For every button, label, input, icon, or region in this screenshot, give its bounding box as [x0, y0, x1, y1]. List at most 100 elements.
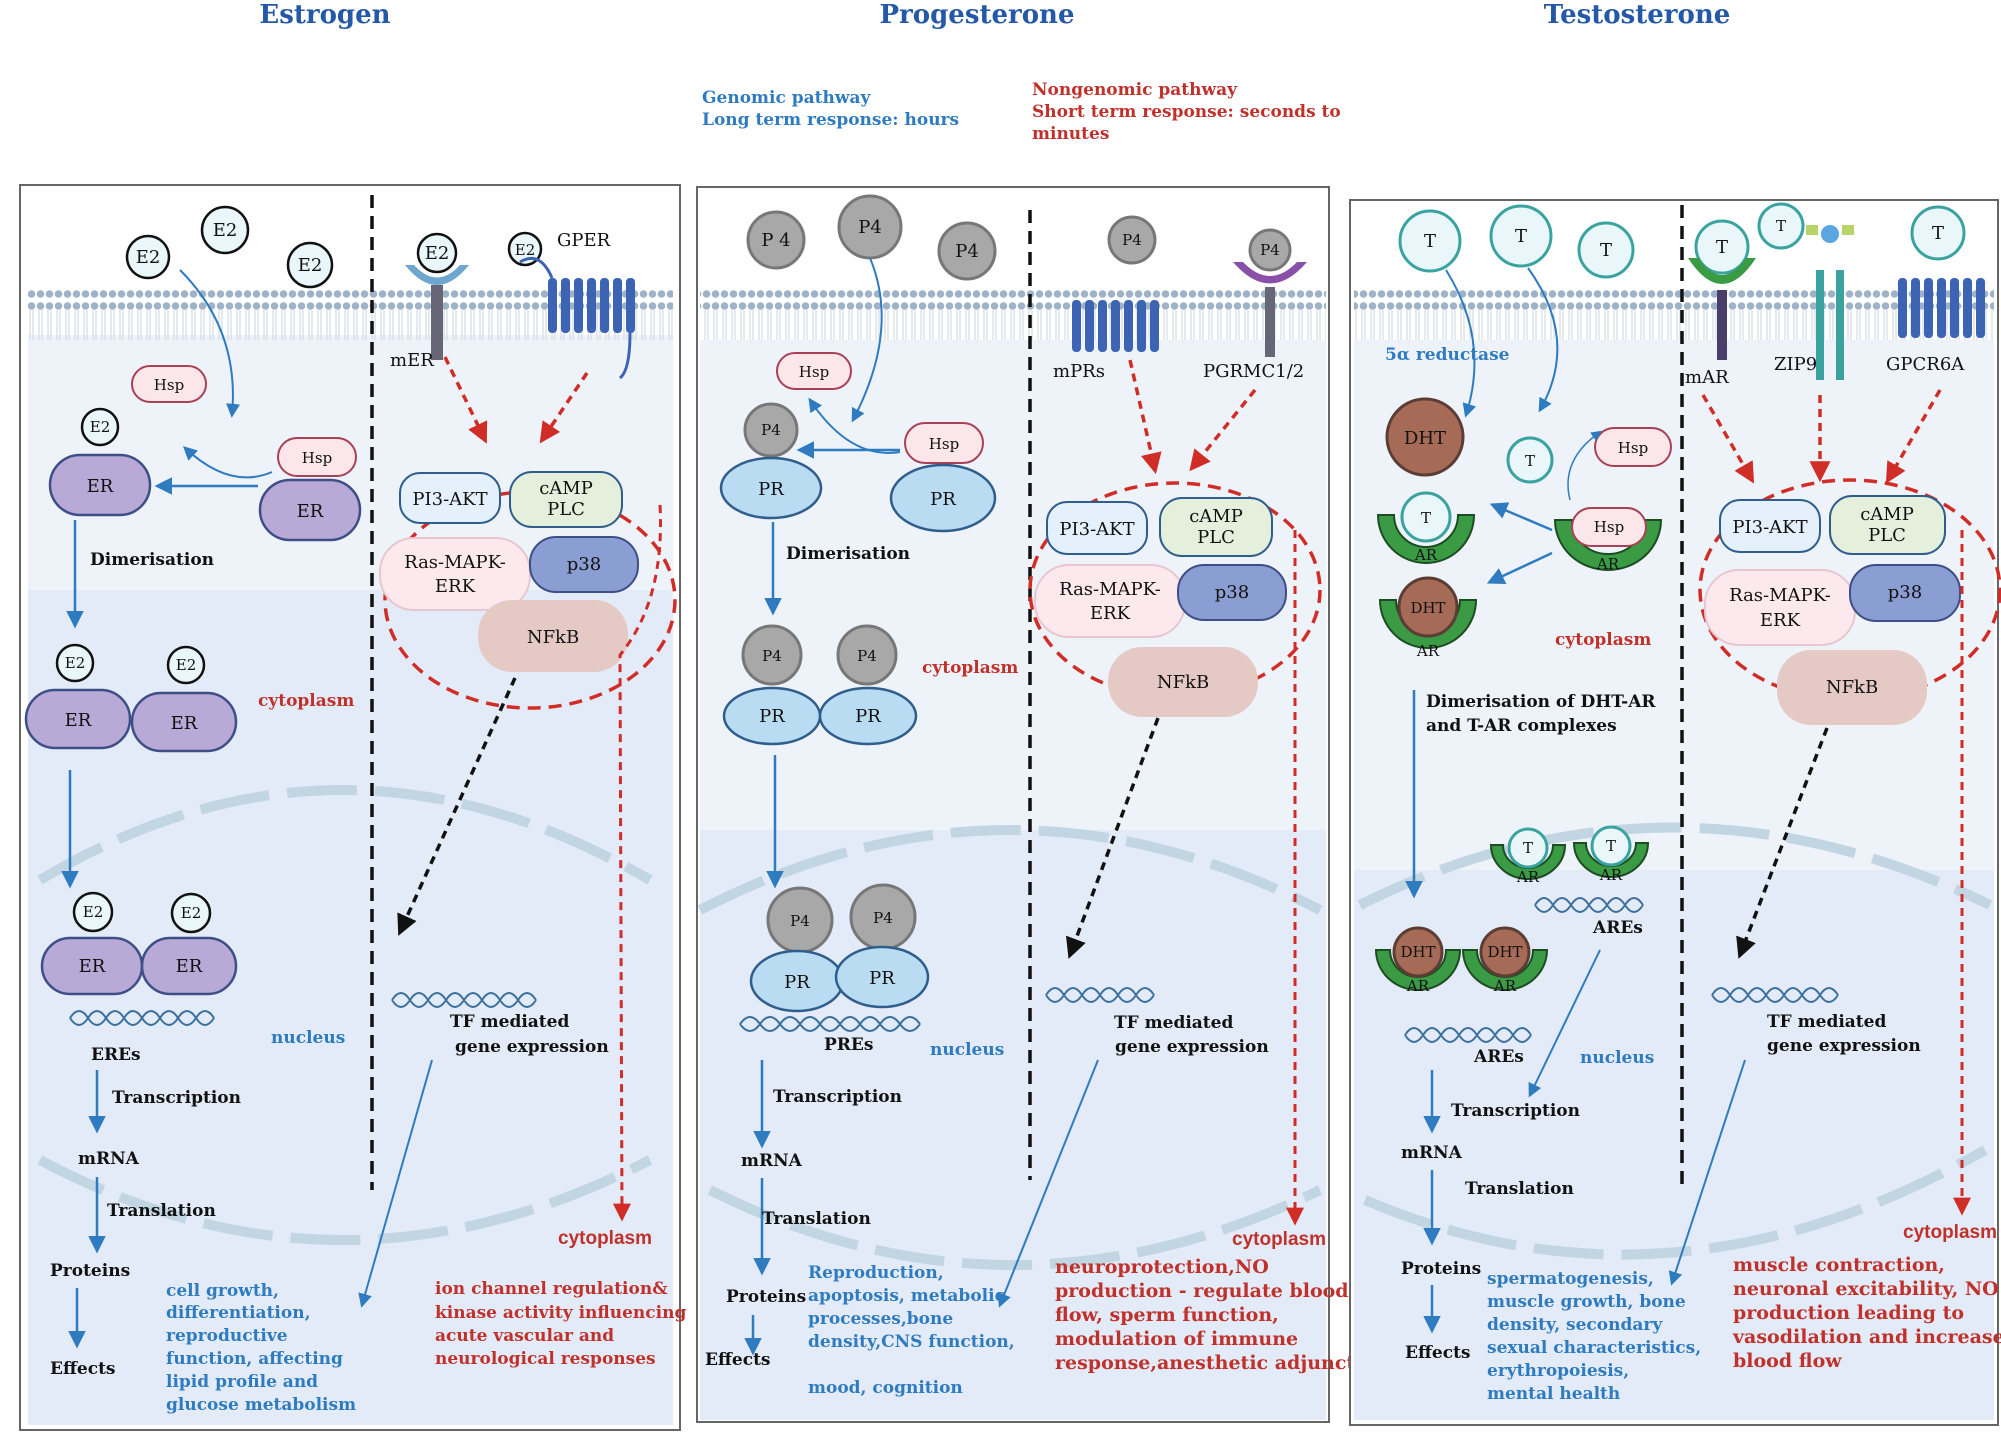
svg-text:NFkB: NFkB [1826, 677, 1878, 698]
svg-text:production - regulate blood: production - regulate blood [1055, 1280, 1349, 1302]
t-ligand-gpcr6a: T [1910, 205, 1966, 261]
svg-text:T: T [1424, 231, 1436, 252]
ares-label-2: AREs [1473, 1047, 1524, 1067]
ras-mapk-node: Ras-MAPK-ERK [379, 537, 531, 611]
svg-text:P4: P4 [761, 421, 781, 439]
zip9-label: ZIP9 [1774, 354, 1817, 375]
p38-node: p38 [1849, 564, 1961, 622]
e2-bound: E2 [55, 643, 95, 683]
arrow-pgrmc-signal [1189, 388, 1257, 472]
nuclear-envelope-bottom [707, 1185, 1323, 1270]
dna-helix-icon [739, 1016, 921, 1032]
heading-progesterone: Progesterone [880, 0, 1075, 30]
arrow-hsp-release [808, 397, 901, 454]
svg-text:response,anesthetic adjunct: response,anesthetic adjunct [1055, 1352, 1355, 1374]
dna-helix-icon [391, 992, 537, 1008]
svg-text:T: T [1932, 223, 1944, 244]
svg-text:density,CNS function,: density,CNS function, [808, 1332, 1015, 1352]
svg-text:processes,bone: processes,bone [808, 1309, 953, 1329]
svg-text:cAMP: cAMP [539, 478, 593, 499]
gpcr6a-receptor-icon [1898, 278, 1985, 338]
t-ligand: T [1489, 204, 1553, 268]
nfkb-node: NFkB [478, 600, 628, 672]
heading-estrogen: Estrogen [259, 0, 390, 30]
transcription-label: Transcription [1451, 1101, 1580, 1121]
transcription-label: Transcription [112, 1088, 241, 1108]
t-ligand: T [1506, 436, 1554, 484]
svg-text:glucose metabolism: glucose metabolism [166, 1395, 356, 1415]
p4-bound: P4 [741, 624, 803, 686]
effects-label: Effects [1405, 1343, 1471, 1363]
mar-label: mAR [1685, 367, 1729, 388]
svg-text:P4: P4 [857, 647, 877, 665]
svg-text:neuroprotection,NO: neuroprotection,NO [1055, 1256, 1269, 1278]
heading-testosterone: Testosterone [1544, 0, 1731, 30]
e2-bound: E2 [170, 892, 212, 934]
svg-text:T: T [1515, 226, 1527, 247]
svg-text:PR: PR [930, 489, 956, 510]
svg-text:Hsp: Hsp [154, 376, 184, 394]
er-receptor: ER [130, 691, 238, 753]
t-ar-complex: T AR [1489, 827, 1567, 886]
pi3akt-node: PI3-AKT [1719, 499, 1821, 553]
p4-bound: P4 [836, 624, 898, 686]
mar-stem [1717, 290, 1727, 360]
arrow-mar-signal [1701, 394, 1755, 484]
svg-text:T: T [1776, 217, 1786, 235]
dna-helix-icon [1534, 897, 1644, 913]
svg-text:T: T [1421, 509, 1431, 527]
svg-text:ion channel regulation&: ion channel regulation& [435, 1279, 668, 1299]
zip9-receptor-icon [1806, 225, 1854, 380]
svg-text:T: T [1600, 240, 1612, 261]
svg-text:Ras-MAPK-: Ras-MAPK- [1729, 585, 1831, 606]
nfkb-node: NFkB [1108, 647, 1258, 717]
hsp-chaperone: Hsp [904, 422, 984, 464]
p4-bound: P4 [849, 883, 917, 951]
arrow-to-tf [1736, 727, 1829, 959]
svg-text:erythropoiesis,: erythropoiesis, [1487, 1361, 1629, 1381]
t-ligand: T [1398, 209, 1462, 273]
arrow-hsp-release [182, 446, 273, 479]
signaling-hub [1698, 478, 2001, 702]
p4-ligand: P 4 [746, 210, 806, 270]
pres-label: PREs [824, 1035, 873, 1055]
e2-ligand: E2 [125, 234, 171, 280]
e2-bound: E2 [166, 645, 206, 685]
svg-text:DHT: DHT [1404, 428, 1446, 449]
svg-text:T: T [1525, 452, 1535, 470]
svg-text:Hsp: Hsp [1594, 518, 1624, 536]
cytoplasm-label: cytoplasm [258, 691, 354, 711]
svg-text:AR: AR [1596, 555, 1620, 573]
er-receptor: ER [48, 453, 152, 517]
arrow-t-to-dht [1445, 269, 1477, 418]
svg-text:NFkB: NFkB [527, 627, 579, 648]
e2-ligand-mer: E2 [416, 232, 458, 274]
svg-text:p38: p38 [1888, 582, 1922, 603]
svg-text:P4: P4 [873, 909, 893, 927]
svg-text:Ras-MAPK-: Ras-MAPK- [1059, 579, 1161, 600]
mar-receptor-icon [1688, 258, 1756, 284]
svg-text:P4: P4 [858, 217, 882, 238]
dimerisation-label: Dimerisation of DHT-AR [1426, 692, 1656, 712]
cytoplasm-bottom-label: cytoplasm [1903, 1222, 1997, 1243]
svg-text:cAMP: cAMP [1860, 504, 1914, 525]
svg-text:modulation of immune: modulation of immune [1055, 1328, 1298, 1350]
e2-ligand: E2 [286, 241, 334, 289]
dna-helix-icon [69, 1010, 215, 1026]
svg-text:function, affecting: function, affecting [166, 1349, 343, 1369]
arrow-gpcr6a-signal [1885, 389, 1942, 484]
t-ligand-mar: T [1694, 219, 1750, 275]
t-ligand: T [1577, 221, 1635, 279]
pgrmc-stem [1265, 287, 1275, 357]
eres-label: EREs [91, 1045, 141, 1065]
svg-text:lipid profile and: lipid profile and [166, 1372, 318, 1392]
cytoplasm-bottom-label: cytoplasm [558, 1228, 652, 1249]
pgrmc-receptor-icon [1233, 262, 1307, 284]
p38-node: p38 [529, 536, 639, 593]
pi3akt-node: PI3-AKT [1046, 501, 1148, 555]
svg-text:PI3-AKT: PI3-AKT [1732, 517, 1807, 538]
arrow-ares-transcription [1528, 949, 1601, 1098]
legend-nongenomic-time: Short term response: seconds to [1032, 102, 1341, 122]
